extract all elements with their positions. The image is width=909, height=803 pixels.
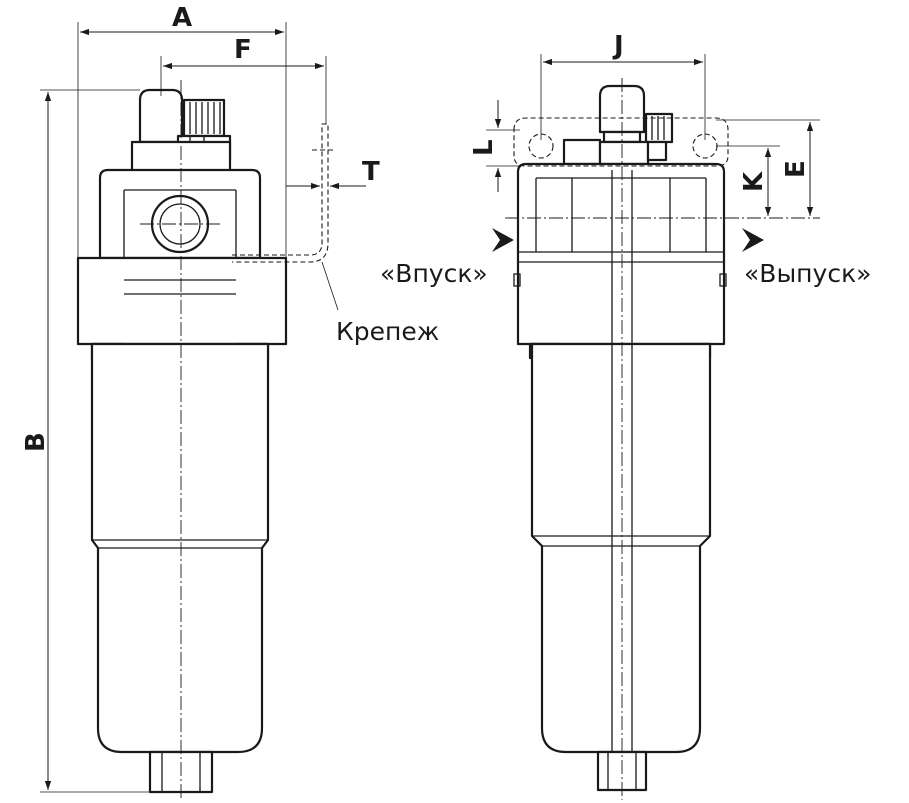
side-view	[76, 80, 339, 800]
dim-label-L: L	[469, 139, 499, 156]
inlet-arrow	[492, 228, 514, 252]
mount-bracket	[232, 123, 329, 263]
dim-label-B: B	[21, 432, 51, 452]
front-body-head	[516, 162, 726, 346]
dim-label-T: T	[362, 157, 380, 187]
dimension-lines	[40, 22, 820, 793]
mount-label: Крепеж	[336, 317, 439, 346]
outlet-arrow	[742, 228, 764, 252]
dim-label-J: J	[612, 31, 624, 61]
front-view	[492, 78, 820, 800]
dim-label-F: F	[234, 35, 252, 65]
dim-label-A: A	[172, 3, 192, 33]
dim-label-K: K	[739, 171, 769, 192]
fill-plug	[138, 88, 184, 144]
dim-label-E: E	[781, 160, 811, 178]
inlet-label: «Впуск»	[380, 259, 488, 288]
front-bowl	[530, 342, 712, 754]
body-flange	[76, 256, 288, 346]
outlet-label: «Выпуск»	[744, 259, 871, 288]
